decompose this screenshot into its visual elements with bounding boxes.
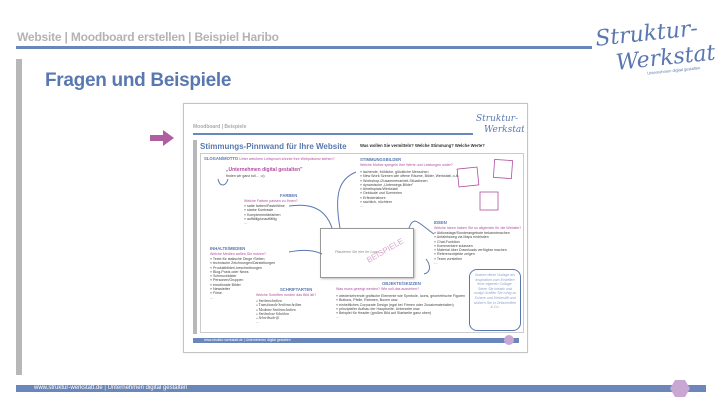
list-item: » Gebäude und Szenerien xyxy=(360,191,402,196)
list-item: » Team vorstellen xyxy=(434,256,463,261)
list-item: … xyxy=(336,315,340,320)
thumb-footer-text: www.struktur-werkstatt.de | Unternehmen … xyxy=(204,338,291,342)
hexagon-icon xyxy=(670,380,690,397)
arrow-right-icon xyxy=(150,130,174,146)
thumb-side-bar xyxy=(193,140,197,334)
header-divider xyxy=(16,46,592,49)
list-item: » Chat-Funktion xyxy=(434,239,460,244)
slogan-label: SLOGAN/MOTTO xyxy=(204,156,239,161)
list-item: … xyxy=(434,261,438,266)
list-item: » Personen/Gruppen xyxy=(210,278,244,283)
stimmung-question: Welche Motive spiegeln Ihre Werte und Le… xyxy=(360,163,453,167)
list-item: » prinzipieller Aufbau der Hauptseite, U… xyxy=(336,306,421,311)
inhalte-list: » Texte für statische Dinge /Seiten» tec… xyxy=(210,257,275,300)
list-item: » Schmuckbilder xyxy=(210,274,237,279)
list-item: » Filme xyxy=(210,291,222,296)
objekte-question: Was muss gezeigt werden? Wie soll das au… xyxy=(336,287,419,291)
list-item: » New Work Szenen wie offene Räume, Bild… xyxy=(360,174,459,179)
list-item: » emotionale Bilder xyxy=(210,282,241,287)
connector-arrows xyxy=(217,171,435,275)
thumb-logo: Struktur- Werkstatt xyxy=(476,114,524,135)
thumb-header: Moodboard | Beispiele xyxy=(193,124,247,130)
list-item: » Texte für statische Dinge /Seiten xyxy=(210,257,265,261)
list-item: » Schreibschrift xyxy=(256,316,279,321)
logo-placeholder-text: Platzieren Sie hier Ihr Logo! xyxy=(335,250,380,254)
list-item: » Anfahrtsweg via Maps einbinden xyxy=(434,235,489,240)
thumb-subtitle: Was wollen Sie vermitteln? Welche Stimmu… xyxy=(360,143,485,148)
schriften-question: Welche Schriften runden das Bild ab? xyxy=(256,293,317,297)
slogan-example: „Unternehmen digital gestalten" xyxy=(226,167,303,173)
farben-list: » satte farben/Pastelltöne» starke Kontr… xyxy=(244,204,285,225)
ideen-label: IDEEN xyxy=(434,220,447,225)
list-item: … xyxy=(210,295,214,300)
farben-label: FARBEN xyxy=(280,193,298,198)
list-item: … xyxy=(256,320,260,325)
objekte-list: » wiederkehrende grafische Elemente wie … xyxy=(336,294,465,320)
side-accent-bar xyxy=(16,59,22,375)
svg-text:Werkstatt: Werkstatt xyxy=(484,125,524,135)
list-item: » Referenzobjekte zeigen xyxy=(434,252,475,257)
list-item: » technische Zeichnungen/Darstellungen xyxy=(210,261,276,266)
breadcrumb: Website | Moodboard erstellen | Beispiel… xyxy=(17,30,279,44)
list-item: » starke Kontraste xyxy=(244,208,274,213)
list-item: » Serifenschriften xyxy=(256,299,282,303)
list-item: » Material über Downloads verfügbar mach… xyxy=(434,248,507,253)
list-item: » Transitionale Serifenschriften xyxy=(256,303,302,308)
thumb-title: Stimmungs-Pinnwand für Ihre Website xyxy=(200,142,347,151)
thumb-footer-dot xyxy=(504,335,514,345)
slide-title: Fragen und Beispiele xyxy=(45,70,232,91)
thumb-divider xyxy=(193,133,473,135)
ideen-list: » Aktionstage/Sonderangebote bekanntmach… xyxy=(434,231,510,265)
list-item: » Blog-Posts oder News xyxy=(210,269,249,274)
moodboard-thumbnail: Moodboard | Beispiele Struktur- Werkstat… xyxy=(183,103,528,353)
schriften-label: SCHRIFTARTEN xyxy=(280,287,313,292)
list-item: » dynamische „Unterwegs-Bilder" xyxy=(360,182,414,187)
list-item: » Newsletter xyxy=(210,287,230,292)
slogan-note: finden wir ganz toll… ;o) xyxy=(226,174,265,178)
footer-bar xyxy=(16,385,706,392)
stimmung-list: » lachende, fröhliche, glückliche Mensch… xyxy=(360,170,459,209)
thumb-content-box xyxy=(200,153,524,333)
list-item: » satte farben/Pastelltöne xyxy=(244,204,285,208)
list-item: » sachlich, nüchtern xyxy=(360,200,392,205)
objekte-label: OBJEKTE/SKIZZEN xyxy=(382,281,421,286)
inhalte-question: Welche Medien wollen Sie nutzen? xyxy=(210,252,266,256)
ideen-question: Welche Ideen haben Sie so allgemein für … xyxy=(434,226,522,230)
list-item: » auffällig/unauffällig xyxy=(244,216,277,221)
struktur-werkstatt-logo: Struktur- Werkstatt Unternehmen digital … xyxy=(594,16,716,76)
list-item: … xyxy=(244,221,248,226)
list-item: » Serifenlose Schriften xyxy=(256,311,289,316)
list-item: » Erfinderlabore xyxy=(360,195,386,200)
list-item: » Buttons, Pfeile, Rahmen, Boxen usw. xyxy=(336,298,399,303)
list-item: » Aktionstage/Sonderangebote bekanntmach… xyxy=(434,231,510,235)
svg-text:Unternehmen digital gestalten: Unternehmen digital gestalten xyxy=(647,65,700,76)
list-item: » Beispiel für Header (großes Bild auf S… xyxy=(336,311,432,316)
list-item: » Workshop-/Zusammenarbeit-Situationen xyxy=(360,178,428,183)
sticky-notes-sketch xyxy=(456,158,514,211)
stimmung-label: STIMMUNGSBILDER xyxy=(360,157,402,162)
list-item: » einheitliches Corporate Design (egal b… xyxy=(336,302,454,307)
list-item: » Arbeitsplatz/Werkstatt xyxy=(360,187,398,192)
list-item: … xyxy=(360,204,364,209)
inhalte-label: INHALTE/MEDIEN xyxy=(210,246,246,251)
list-item: » lachende, fröhliche, glückliche Mensch… xyxy=(360,170,429,174)
list-item: » Produktbilder/-beschreibungen xyxy=(210,265,262,270)
list-item: » Komplementärfarben xyxy=(244,212,281,217)
speech-bubble: Nutzen diese Vorlage als Inspiration zum… xyxy=(469,269,521,331)
list-item: » wiederkehrende grafische Elemente wie … xyxy=(336,294,466,298)
schriften-list: » Serifenschriften» Transitionale Serife… xyxy=(256,299,301,325)
list-item: » Moderne Serifenschriften xyxy=(256,307,296,312)
svg-text:Struktur-: Struktur- xyxy=(476,114,518,124)
list-item: » Kommentare zulassen xyxy=(434,243,473,248)
speech-text: Nutzen diese Vorlage als Inspiration zum… xyxy=(473,273,517,310)
footer-text: www.struktur-werkstatt.de | Unternehmen … xyxy=(34,385,188,391)
thumb-footer-bar xyxy=(193,338,519,343)
slogan-question: Unter welchem Leitspruch könnte Ihre Web… xyxy=(239,157,335,161)
farben-question: Welche Farben passen zu Ihnen? xyxy=(244,199,298,203)
